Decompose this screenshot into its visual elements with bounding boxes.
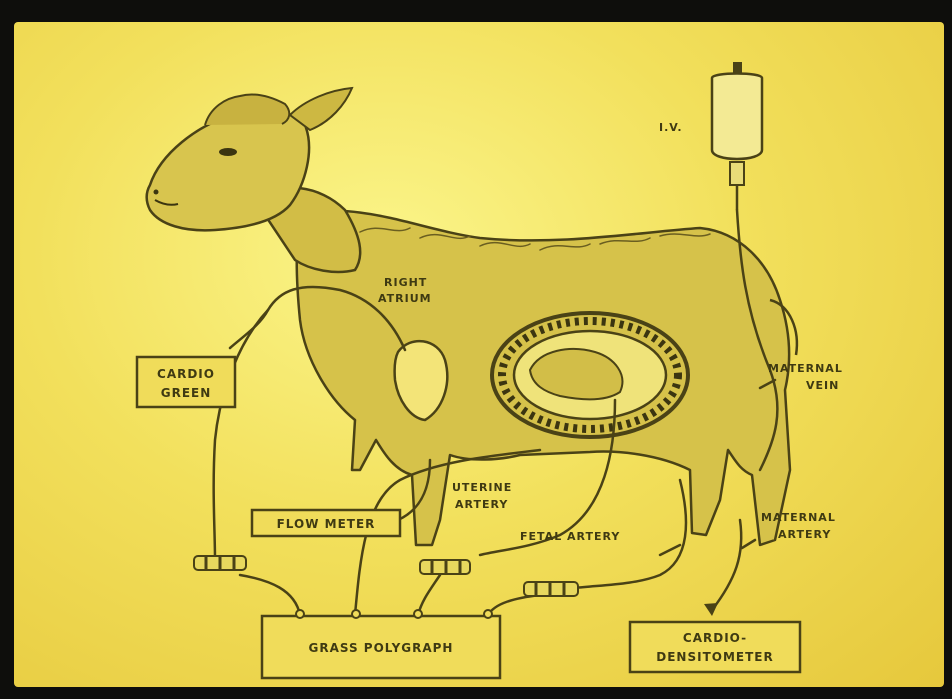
transducer-icon — [194, 556, 246, 570]
transducer-icon — [420, 560, 470, 574]
flow-meter-box: FLOW METER — [252, 510, 400, 536]
uterus-icon — [492, 313, 688, 437]
iv-label: I.V. — [659, 121, 683, 134]
sheep-eye — [219, 148, 237, 156]
maternal-artery-line2: ARTERY — [778, 528, 831, 541]
sheep-illustration — [147, 88, 797, 545]
grass-polygraph-label: GRASS POLYGRAPH — [309, 641, 454, 655]
maternal-vein-line1: MATERNAL — [768, 362, 843, 375]
cardio-densitometer-line1: CARDIO- — [683, 631, 747, 645]
maternal-artery-line1: MATERNAL — [761, 511, 836, 524]
maternal-vein-line2: VEIN — [806, 379, 839, 392]
fetal-artery-label: FETAL ARTERY — [520, 530, 620, 543]
cardio-green-line1: CARDIO — [157, 367, 215, 381]
transducer-icon — [524, 582, 578, 596]
arrowhead-icon — [704, 603, 718, 616]
cardio-densitometer-box: CARDIO- DENSITOMETER — [630, 622, 800, 672]
right-atrium-line1: RIGHT — [384, 276, 427, 289]
uterine-artery-line2: ARTERY — [455, 498, 508, 511]
grass-polygraph-box: GRASS POLYGRAPH — [262, 616, 500, 678]
flow-meter-label: FLOW METER — [277, 517, 376, 531]
cardio-green-line2: GREEN — [161, 386, 212, 400]
right-atrium-line2: ATRIUM — [378, 292, 432, 305]
cardio-green-box: CARDIO GREEN — [137, 357, 235, 407]
cardio-densitometer-line2: DENSITOMETER — [656, 650, 773, 664]
iv-bottle-icon — [712, 62, 762, 210]
uterine-artery-line1: UTERINE — [452, 481, 512, 494]
